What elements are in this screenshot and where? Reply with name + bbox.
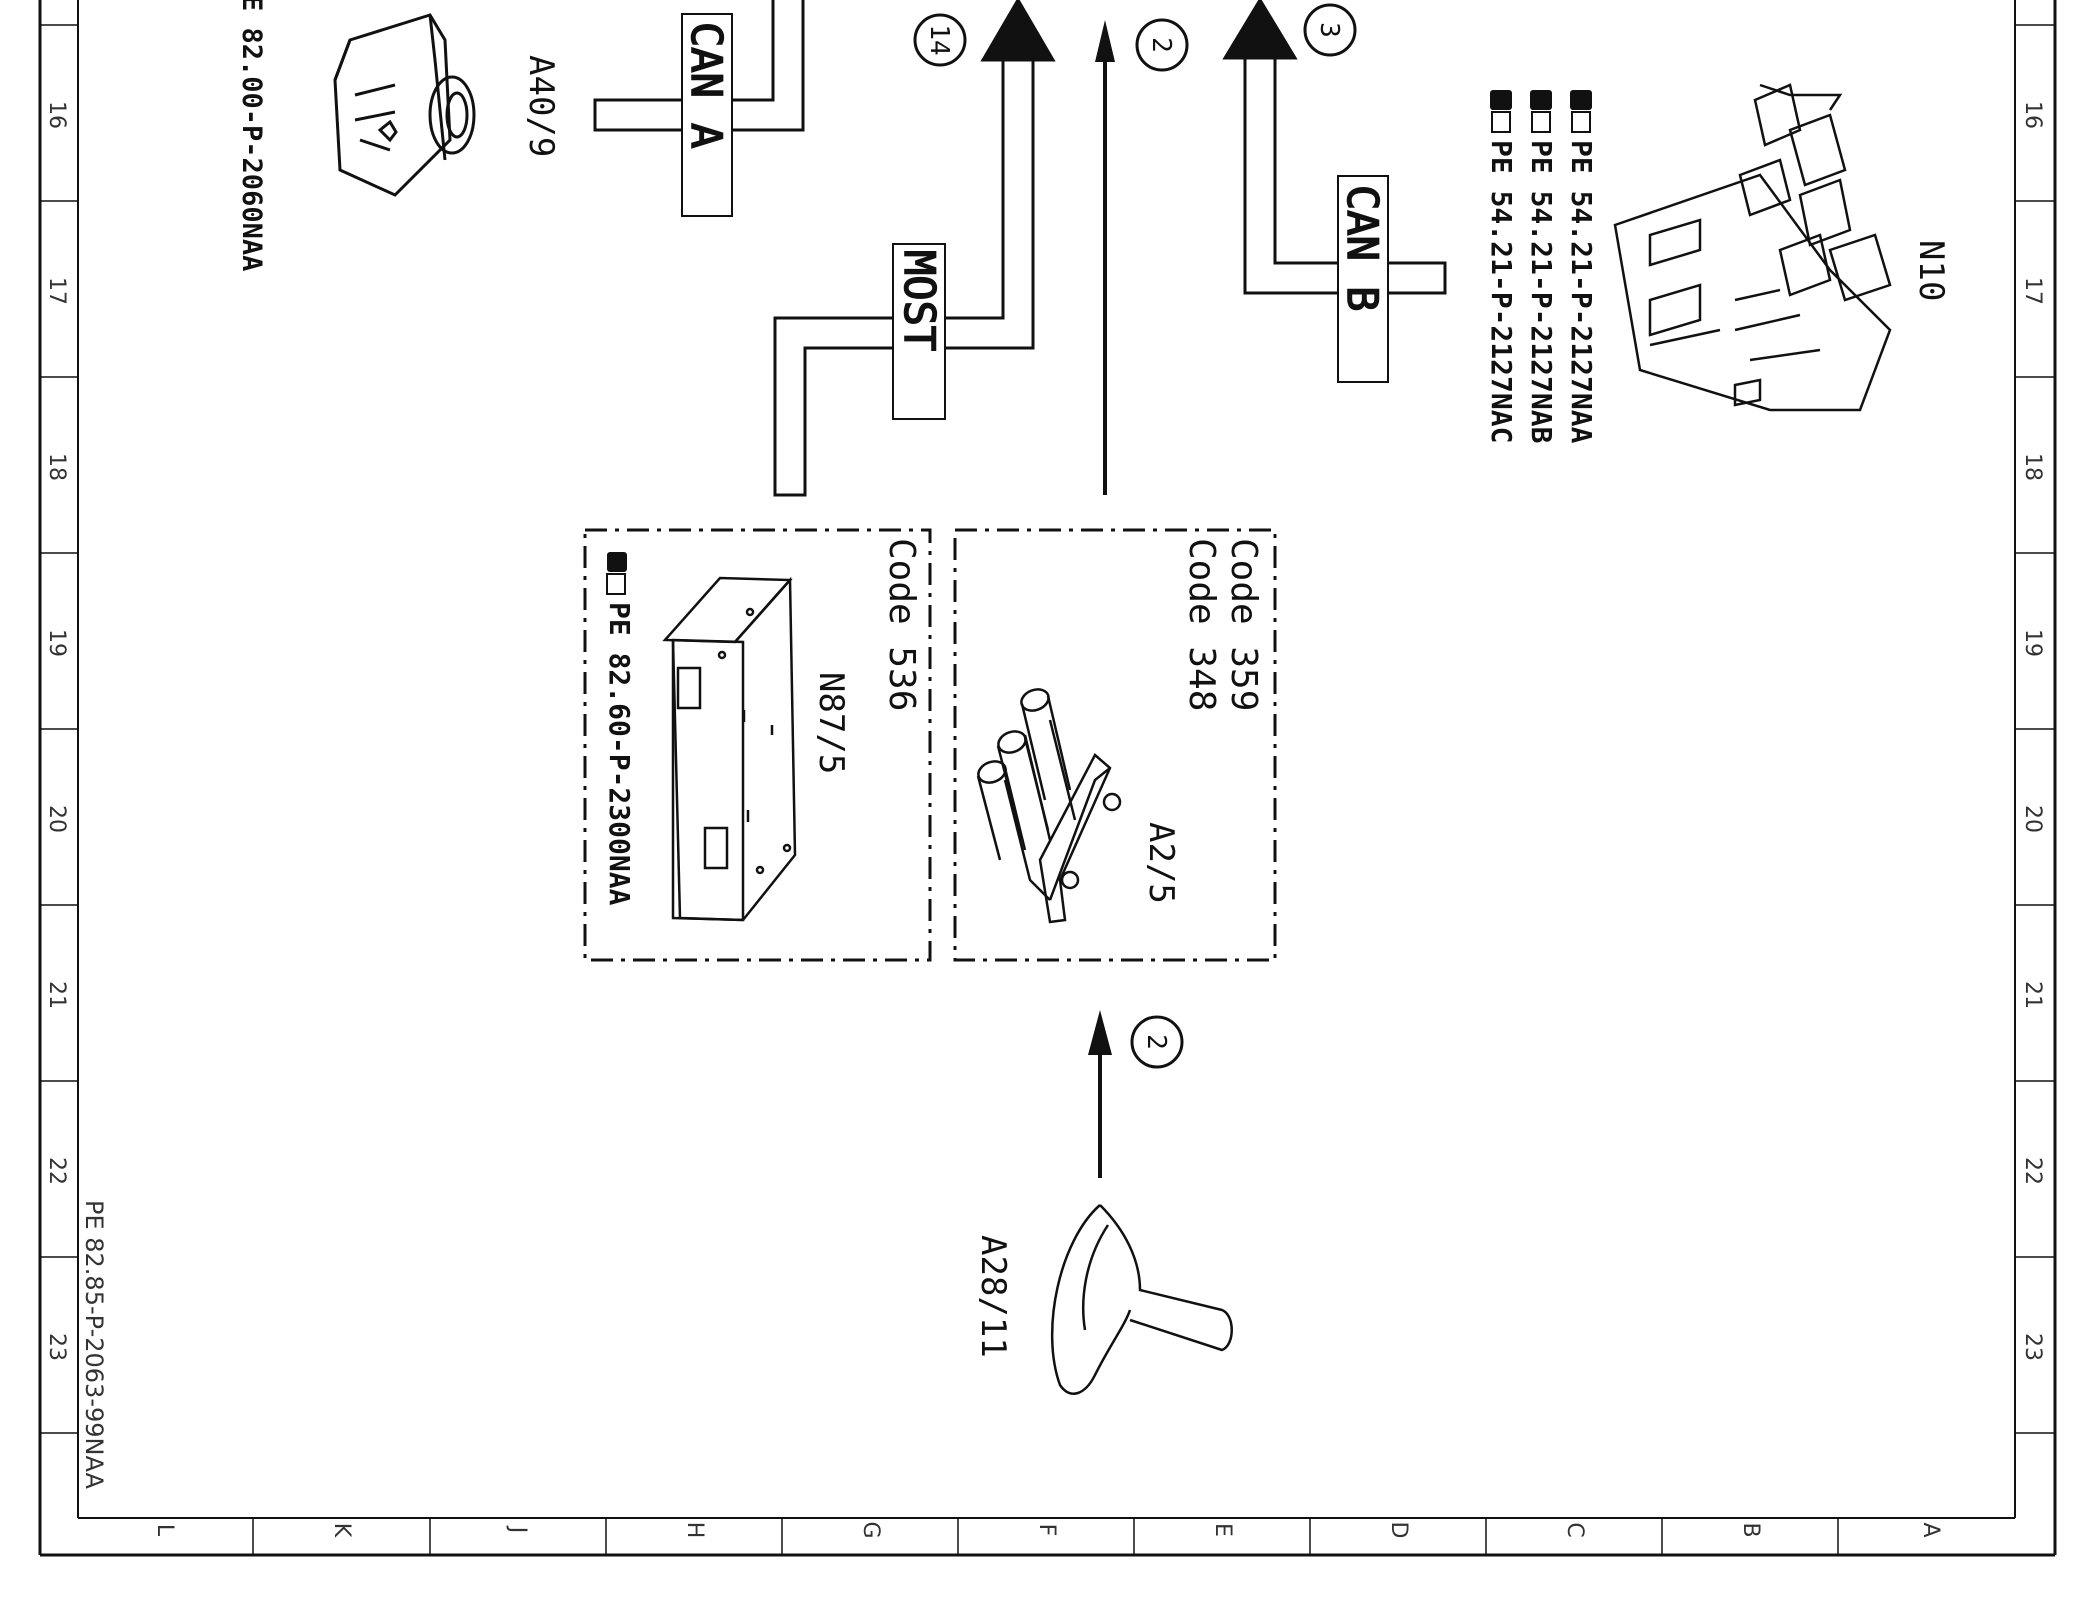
camera-icon [333, 13, 476, 197]
marker-2-top-label: 2 [1146, 37, 1176, 53]
ruler-label: 18 [2020, 453, 2045, 481]
most-tag: MOST [892, 243, 946, 420]
n87-5-code: Code 536 [881, 538, 922, 711]
ruler-label: C [1562, 1522, 1587, 1537]
a40-9-ref: E 82.00-P-2060NAA [236, 0, 267, 271]
left-ruler: 16 17 18 19 20 21 22 23 [44, 101, 69, 1361]
ruler-label: J [505, 1525, 530, 1534]
marker-2-top: 2 [1135, 18, 1189, 72]
fuse-relay-module-icon [1613, 83, 1892, 412]
can-b-label: CAN B [1338, 185, 1387, 311]
ruler-label: D [1386, 1522, 1411, 1539]
ruler-label: 23 [2020, 1333, 2045, 1361]
document-reference: PE 82.85-P-2063-99NAA [80, 1200, 108, 1490]
signal-line-bottom [1088, 1010, 1112, 1178]
can-a-tag: CAN A [681, 13, 733, 217]
most-label: MOST [895, 250, 944, 351]
can-a-bus [593, 0, 805, 132]
marker-2-bottom-label: 2 [1141, 1034, 1171, 1050]
signal-line-top [1095, 20, 1115, 495]
a40-9-component: E 82.00-P-2060NAA A40/9 [236, 0, 561, 271]
frame [38, 0, 2057, 1557]
ruler-label: 16 [44, 101, 69, 129]
ruler-label: 21 [2020, 981, 2045, 1009]
ruler-label: 21 [44, 981, 69, 1009]
a2-5-label: A2/5 [1141, 822, 1181, 904]
marker-3-label: 3 [1314, 22, 1344, 38]
ruler-label: 18 [44, 453, 69, 481]
n10-ref-1: PE 54.21-P-2127NAA [1565, 140, 1598, 444]
ruler-label: 17 [44, 277, 69, 305]
ruler-label: 19 [2020, 629, 2045, 657]
ruler-label: E [1210, 1523, 1235, 1537]
antenna-icon [1050, 1204, 1233, 1395]
a2-5-code-1: Code 359 [1223, 538, 1264, 711]
n87-5-ref: PE 82.60-P-2300NAA [603, 602, 636, 906]
reference-hand-icons [1490, 90, 1592, 133]
n10-ref-2: PE 54.21-P-2127NAB [1525, 140, 1558, 443]
a28-11-label: A28/11 [973, 1235, 1013, 1358]
ruler-label: 17 [2020, 277, 2045, 305]
marker-3: 3 [1303, 3, 1357, 57]
marker-2-bottom: 2 [1130, 1015, 1184, 1069]
a2-5-code-2: Code 348 [1181, 538, 1222, 711]
can-b-tag: CAN B [1337, 175, 1389, 383]
ruler-label: K [329, 1523, 354, 1538]
ruler-label: L [152, 1524, 177, 1537]
n10-ref-3: PE 54.21-P-2127NAC [1485, 140, 1518, 443]
n87-5-group: Code 536 N87/5 PE 82.60-P-2300NAA [583, 528, 932, 962]
can-b-bus [1222, 0, 1447, 295]
right-ruler: 16 17 18 19 20 21 22 23 [2020, 101, 2045, 1361]
can-a-label: CAN A [682, 22, 731, 148]
filter-module-icon [976, 688, 1122, 924]
n87-5-label: N87/5 [811, 672, 851, 774]
ruler-label: 20 [44, 805, 69, 833]
ruler-label: F [1034, 1524, 1059, 1537]
a2-5-group: Code 359 Code 348 A2/5 [953, 528, 1277, 962]
ruler-label: G [858, 1521, 883, 1538]
n10-label: N10 [1911, 240, 1951, 301]
ruler-label: A [1918, 1522, 1943, 1537]
ruler-label: 19 [44, 629, 69, 657]
ruler-label: 22 [44, 1157, 69, 1185]
ruler-label: H [682, 1522, 707, 1539]
reference-hand-icon [606, 552, 627, 595]
marker-14: 14 [913, 13, 967, 67]
bottom-ruler: L K J H G F E D C B A [152, 1521, 1943, 1538]
ruler-label: 16 [2020, 101, 2045, 129]
n10-component: PE 54.21-P-2127NAA PE 54.21-P-2127NAB PE… [1485, 83, 1951, 444]
telephone-module-icon [662, 576, 797, 922]
a40-9-label: A40/9 [521, 55, 561, 157]
most-bus [773, 0, 1056, 497]
ruler-label: 22 [2020, 1157, 2045, 1185]
ruler-label: 23 [44, 1333, 69, 1361]
ruler-label: 20 [2020, 805, 2045, 833]
ruler-label: B [1738, 1522, 1763, 1537]
marker-14-label: 14 [924, 24, 954, 55]
a28-11-component: A28/11 [973, 1204, 1233, 1395]
